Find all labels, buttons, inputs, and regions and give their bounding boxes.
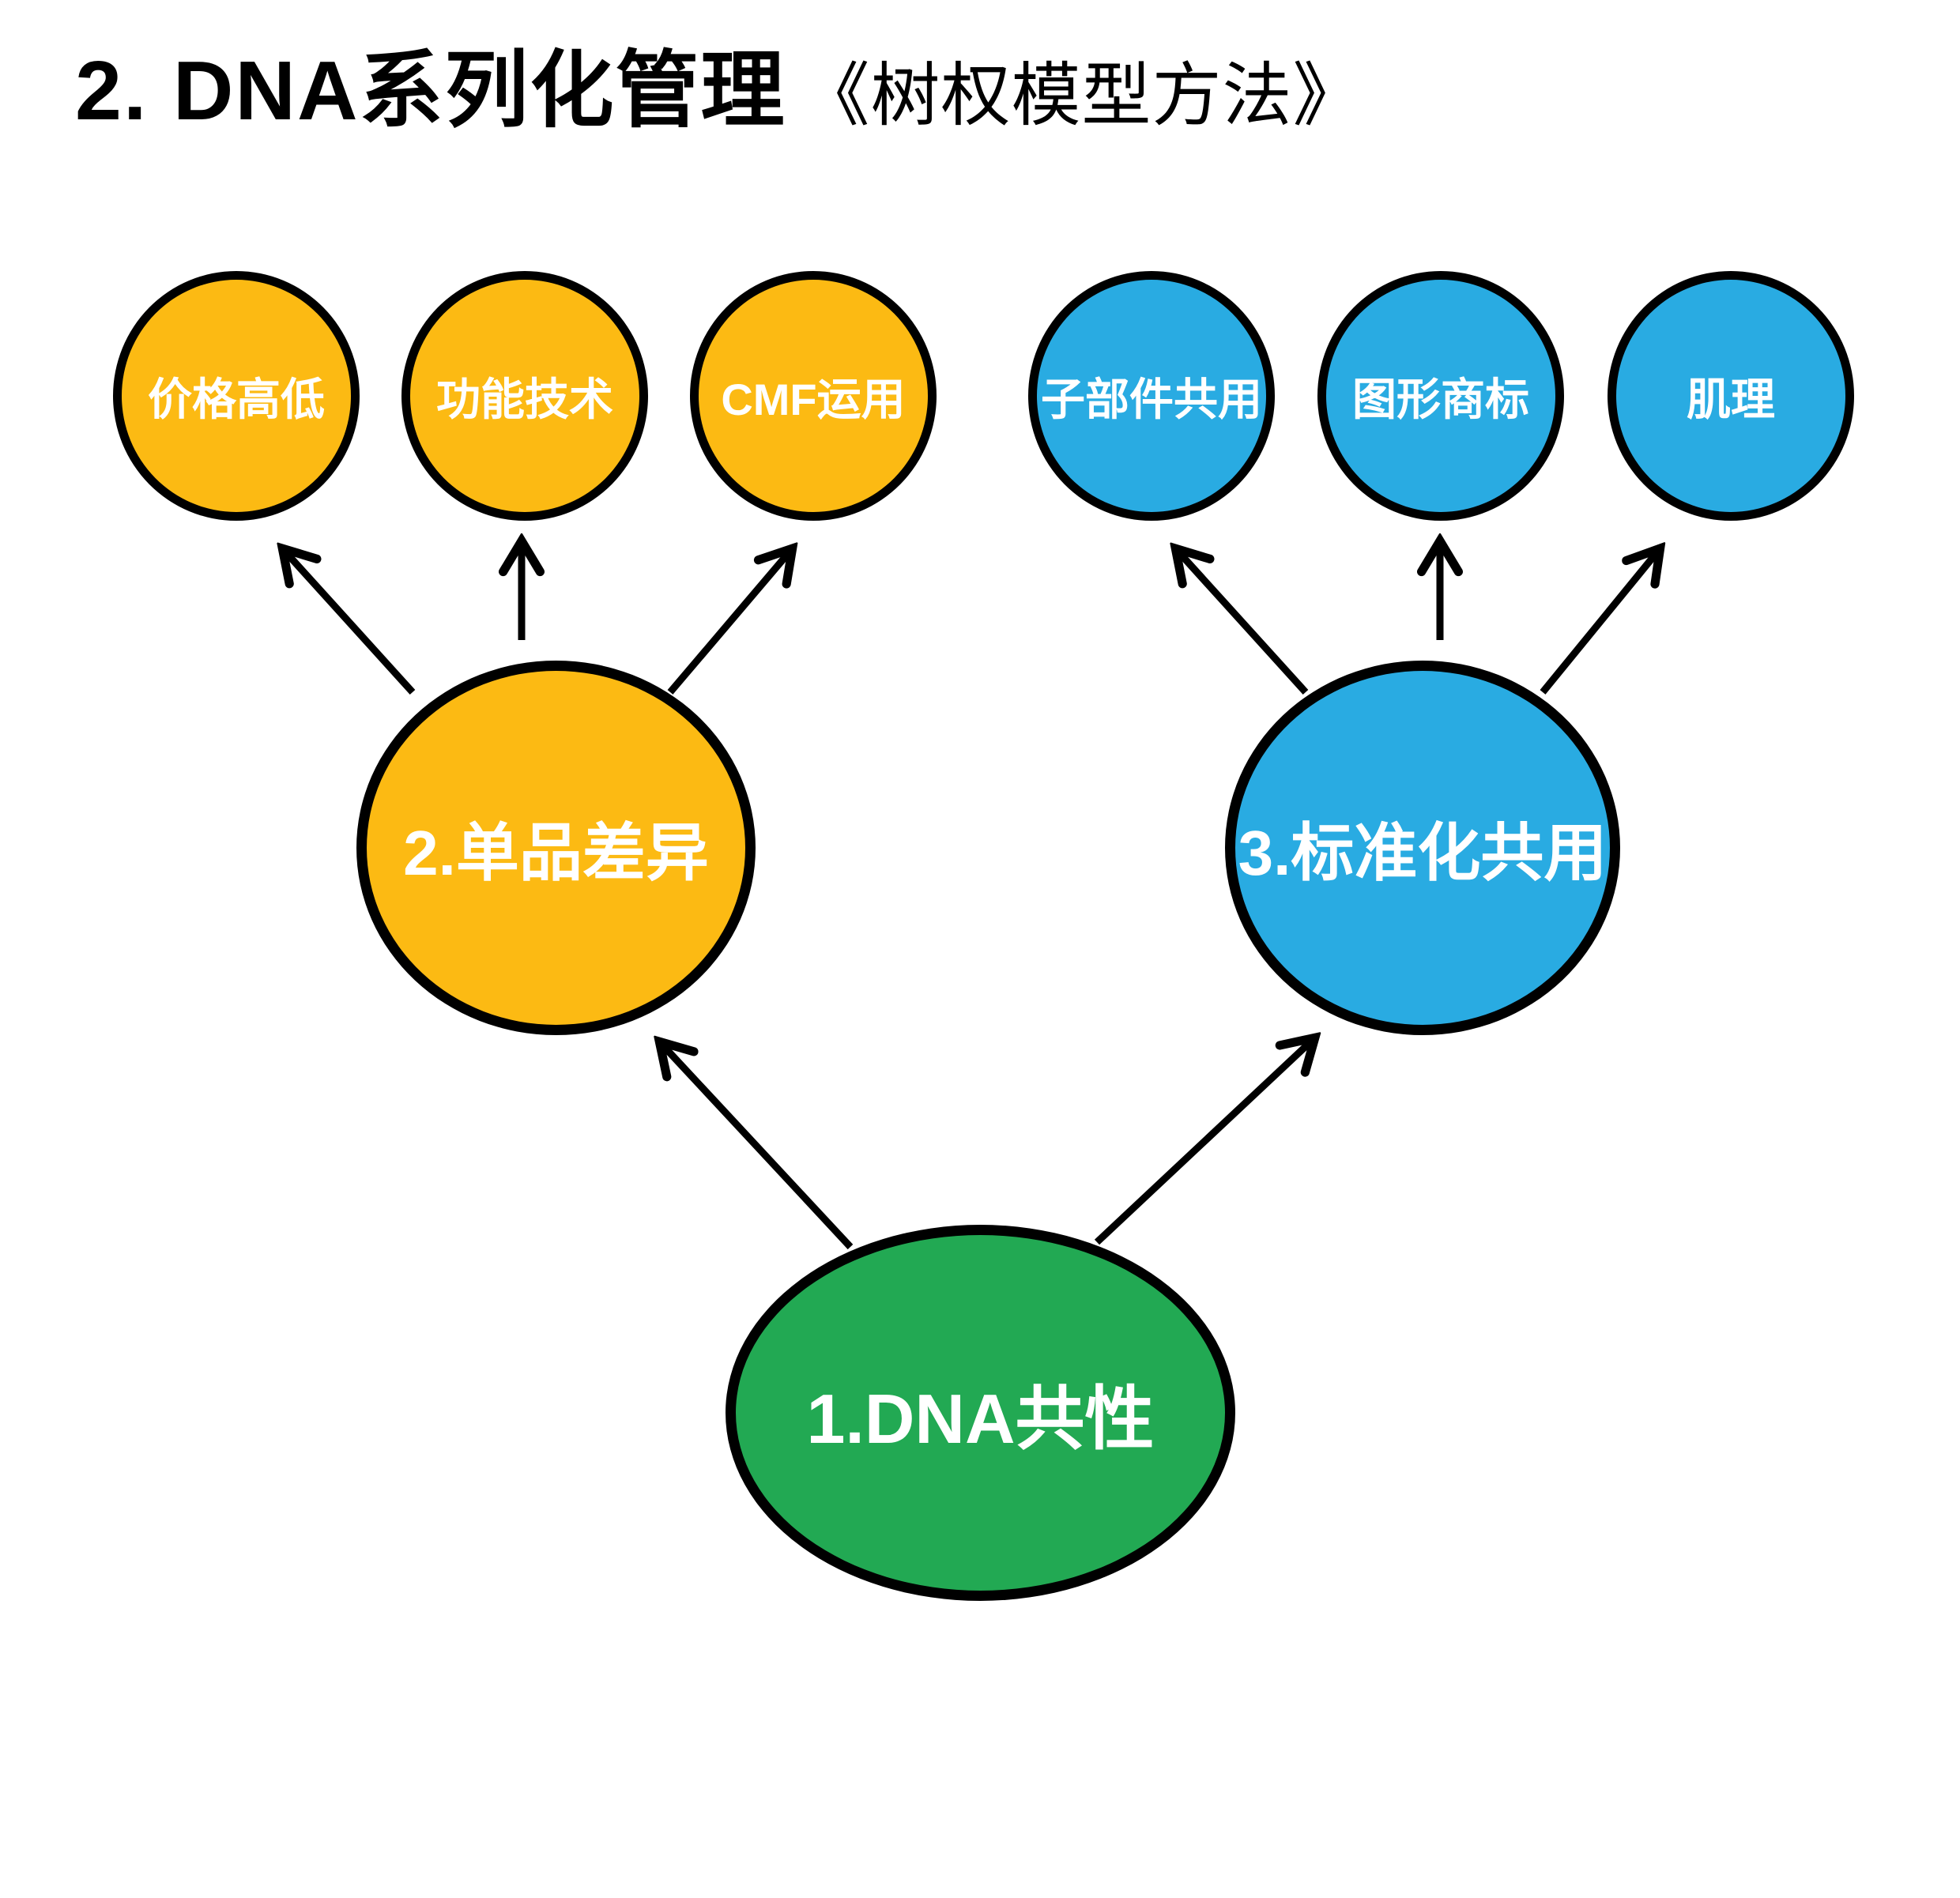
node-label: 3.标准化共用 [1238,818,1608,888]
node-branch-standardized-sharing: 3.标准化共用 [1225,661,1620,1035]
page-title: 2. DNA系列化管理《树权模型方法》 [75,22,1363,144]
node-price-level: 价格高低 [113,271,360,521]
arrow-root-to-branch-blue [1094,1039,1314,1245]
arrow-branch-blue-to-leaf6 [1540,550,1659,695]
arrow-root-to-branch-yellow [661,1043,854,1250]
node-label: 1.DNA共性 [806,1379,1155,1458]
node-shared-subparts: 子部件共用 [1028,271,1275,521]
node-label: 肌理 [1687,374,1775,424]
node-label: 功能技术 [436,374,613,424]
node-root-dna-commonality: 1.DNA共性 [726,1225,1235,1601]
node-graphic-trademark: 图形商标 [1317,271,1564,521]
title-sub: 《树权模型方法》 [800,56,1363,134]
node-label: 子部件共用 [1041,374,1262,424]
node-cmf-usage: CMF运用 [690,271,937,521]
node-label: 图形商标 [1352,374,1529,424]
node-label: CMF运用 [721,374,906,424]
node-function-tech: 功能技术 [401,271,648,521]
arrow-branch-yellow-to-leaf1 [284,550,416,695]
node-label: 价格高低 [148,374,325,424]
node-texture: 肌理 [1608,271,1854,521]
arrow-branch-yellow-to-leaf3 [667,550,791,695]
node-label: 2.单品差异 [403,818,709,888]
arrow-branch-blue-to-leaf4 [1177,550,1309,695]
title-main: 2. DNA系列化管理 [75,44,786,137]
node-branch-item-difference: 2.单品差异 [356,661,756,1035]
